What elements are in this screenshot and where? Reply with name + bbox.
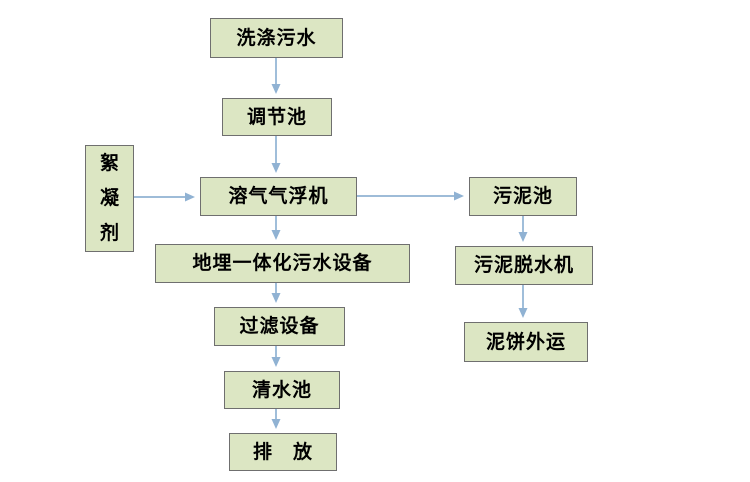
node-flocculant-label: 絮凝剂 xyxy=(99,153,119,244)
node-regulation-tank-label: 调节池 xyxy=(246,106,307,128)
node-daf-machine-label: 溶气气浮机 xyxy=(228,186,329,207)
node-clean-water-tank: 清水池 xyxy=(224,371,340,409)
node-flocculant: 絮凝剂 xyxy=(85,145,134,252)
node-clean-water-tank-label: 清水池 xyxy=(251,379,312,401)
node-discharge: 排 放 xyxy=(229,433,337,471)
node-washing-wastewater: 洗涤污水 xyxy=(210,18,343,58)
node-sludge-tank: 污泥池 xyxy=(469,177,577,216)
node-buried-integrated-equipment-label: 地埋一体化污水设备 xyxy=(192,253,373,274)
node-filtration-equipment-label: 过滤设备 xyxy=(239,316,320,337)
node-sludge-dewatering-machine-label: 污泥脱水机 xyxy=(473,255,574,276)
node-filtration-equipment: 过滤设备 xyxy=(214,307,345,346)
node-sludge-tank-label: 污泥池 xyxy=(492,186,553,207)
node-washing-wastewater-label: 洗涤污水 xyxy=(236,27,317,49)
node-mud-cake-transport-label: 泥饼外运 xyxy=(485,331,566,353)
node-sludge-dewatering-machine: 污泥脱水机 xyxy=(455,246,593,285)
node-discharge-label: 排 放 xyxy=(252,441,313,463)
node-mud-cake-transport: 泥饼外运 xyxy=(464,322,588,362)
node-buried-integrated-equipment: 地埋一体化污水设备 xyxy=(155,244,410,283)
node-daf-machine: 溶气气浮机 xyxy=(200,177,357,216)
node-regulation-tank: 调节池 xyxy=(222,98,332,136)
